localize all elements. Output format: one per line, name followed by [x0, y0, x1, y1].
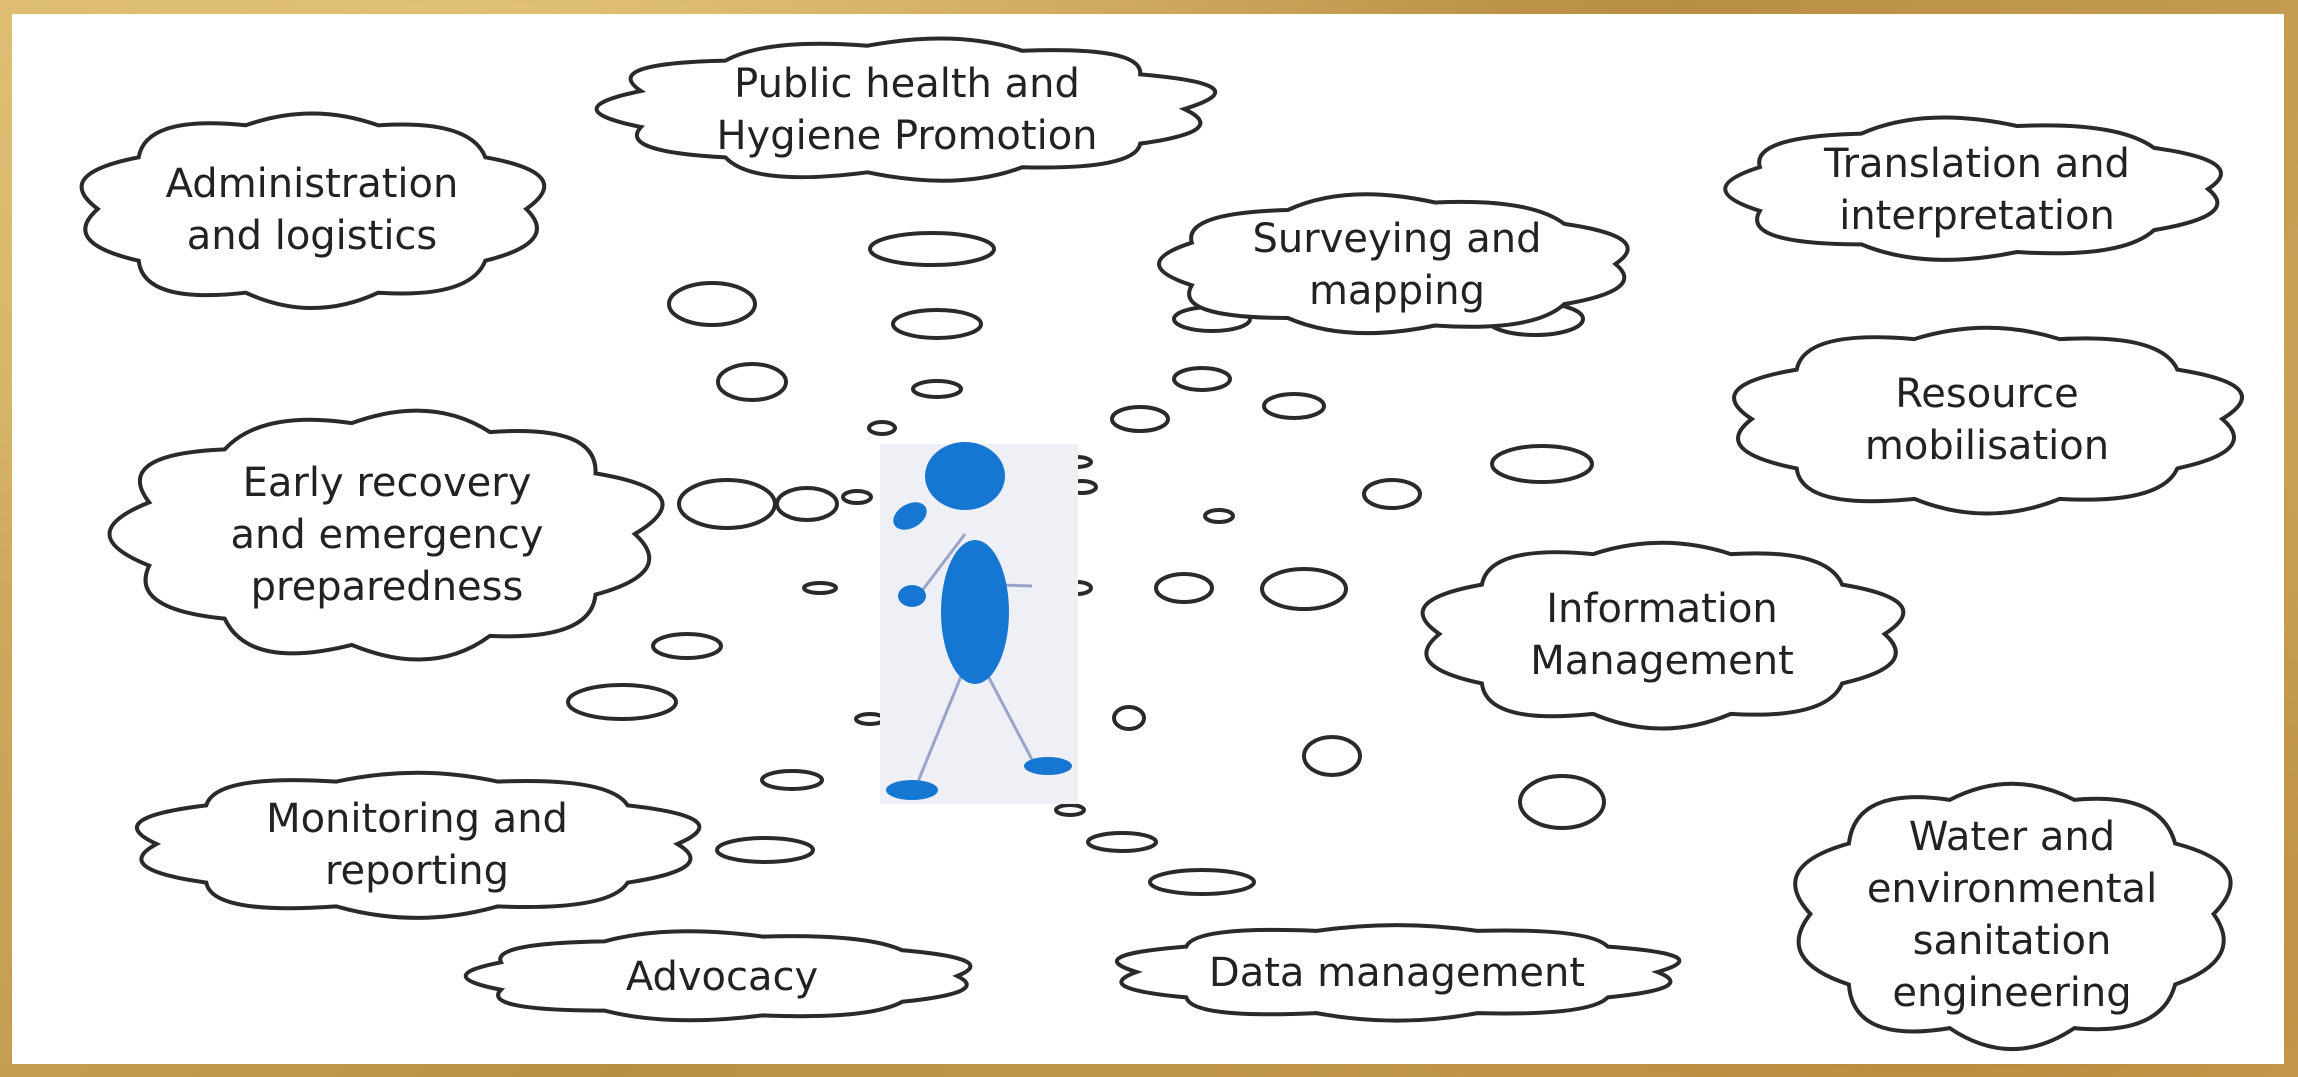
thought-bubble — [715, 836, 815, 864]
cloud-shape — [1732, 325, 2244, 516]
cloud-label: Advocacy — [626, 954, 818, 1000]
cloud-label: Resource — [1895, 371, 2078, 417]
cloud-resource: Resource mobilisation — [1732, 325, 2244, 516]
cloud-label: Monitoring and — [266, 796, 568, 842]
thought-bubble — [667, 281, 757, 327]
stick-figure — [880, 442, 1078, 804]
cloud-surveying: Surveying and mapping — [1157, 192, 1630, 336]
thought-bubble — [867, 420, 897, 436]
cloud-label: sanitation — [1913, 918, 2112, 964]
cloud-label: mapping — [1309, 268, 1485, 314]
thought-bubble — [841, 489, 873, 505]
thought-bubble — [1154, 572, 1214, 604]
cloud-label: environmental — [1867, 866, 2157, 912]
cloud-shape — [463, 929, 973, 1023]
thought-bubble — [760, 769, 824, 791]
cloud-label: Surveying and — [1253, 216, 1542, 262]
cloud-label: Information — [1546, 586, 1778, 632]
thought-bubble — [891, 308, 983, 340]
cloud-water: Water and environmental sanitation engineer… — [1793, 781, 2233, 1052]
figure-left-leg — [915, 673, 964, 785]
cloud-label: engineering — [1892, 970, 2131, 1016]
cloud-administration: Administration and logistics — [79, 111, 547, 311]
cloud-label: Public health and — [734, 61, 1080, 107]
cloud-label: Administration — [166, 161, 459, 207]
thought-bubble — [716, 362, 788, 402]
thought-bubble — [1054, 803, 1086, 817]
figure-left-elbow — [898, 585, 926, 607]
cloud-label: Translation and — [1823, 141, 2130, 187]
cloud-label: preparedness — [251, 564, 524, 610]
figure-head — [925, 442, 1005, 510]
thought-bubble — [1260, 567, 1348, 611]
cloud-shape — [1793, 781, 2233, 1052]
thought-bubble — [1172, 366, 1232, 392]
figure-left-foot — [886, 780, 938, 800]
thought-bubble — [1086, 831, 1158, 853]
thought-bubble — [651, 632, 723, 660]
cloud-advocacy: Advocacy — [463, 929, 973, 1023]
thought-bubble — [1362, 478, 1422, 510]
cloud-early-recovery: Early recovery and emergency preparedness — [107, 408, 665, 662]
cloud-label: Water and — [1909, 814, 2115, 860]
thought-bubble — [677, 478, 777, 530]
cloud-label: Hygiene Promotion — [716, 113, 1097, 159]
thought-bubble — [868, 231, 996, 267]
cloud-label: Management — [1530, 638, 1794, 684]
cloud-shape — [1114, 923, 1682, 1023]
cloud-data-management: Data management — [1114, 923, 1682, 1023]
cloud-shape — [79, 111, 547, 311]
thought-bubble — [566, 683, 678, 721]
figure-right-leg — [985, 673, 1039, 770]
thought-bubble — [1262, 392, 1326, 420]
thought-bubble — [775, 486, 839, 522]
thought-bubble — [911, 379, 963, 399]
cloud-shape — [1157, 192, 1630, 336]
cloud-label: and emergency — [231, 512, 544, 558]
cloud-shape — [594, 36, 1218, 183]
cloud-monitoring: Monitoring and reporting — [135, 770, 702, 920]
thought-bubbles — [566, 231, 1606, 896]
thought-bubble — [1110, 405, 1170, 433]
thought-bubble — [802, 581, 838, 595]
thought-bubble — [1490, 444, 1594, 484]
figure-left-hand — [893, 502, 927, 530]
figure-right-foot — [1024, 757, 1072, 775]
cloud-label: mobilisation — [1865, 423, 2109, 469]
figure-body — [941, 540, 1009, 684]
cloud-label: Early recovery — [243, 460, 532, 506]
cloud-translation: Translation and interpretation — [1723, 115, 2223, 262]
cloud-label: interpretation — [1839, 193, 2115, 239]
thought-bubble — [1518, 774, 1606, 830]
thought-bubble — [854, 712, 886, 726]
cloud-label: Data management — [1209, 950, 1585, 996]
cloud-label: and logistics — [187, 213, 438, 259]
cloud-shape — [107, 408, 665, 662]
cloud-label: reporting — [325, 848, 509, 894]
thought-bubble — [1302, 735, 1362, 777]
cloud-shape — [135, 770, 702, 920]
thought-bubble — [1148, 868, 1256, 896]
cloud-shape — [1723, 115, 2223, 262]
thought-bubble — [1112, 705, 1146, 731]
cloud-shape — [1420, 540, 1906, 731]
thought-bubble — [1203, 508, 1235, 524]
